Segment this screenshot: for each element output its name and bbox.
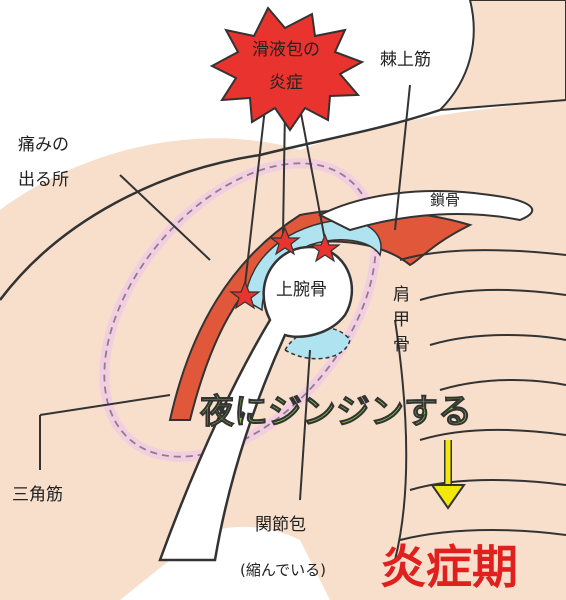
down-arrow <box>430 440 466 510</box>
clavicle-label: 鎖骨 <box>430 191 460 209</box>
supraspinatus-label: 棘上筋 <box>380 50 431 70</box>
scapula-label-2: 甲 <box>393 310 410 330</box>
capsule-label: 関節包 <box>255 515 306 535</box>
capsule-note: (縮んでいる) <box>240 561 326 579</box>
deltoid-label: 三角筋 <box>12 485 63 505</box>
scapula-label-1: 肩 <box>393 285 410 305</box>
neck <box>437 0 566 112</box>
pain-label-1: 痛みの <box>18 135 69 155</box>
humerus-label: 上腕骨 <box>276 280 327 300</box>
burst-shape <box>209 6 365 132</box>
burst-label-2: 炎症 <box>269 73 303 93</box>
scapula-label-3: 骨 <box>393 335 410 355</box>
ribcage <box>394 249 566 561</box>
leader-lines <box>39 84 411 501</box>
pain-label-2: 出る所 <box>18 170 69 190</box>
pain-zone <box>99 158 381 462</box>
shoulder-outline <box>0 108 441 301</box>
inflammation-stars <box>229 226 341 310</box>
humerus-bone <box>158 245 354 562</box>
clavicle-bone <box>317 190 534 232</box>
burst-label-1: 滑液包の <box>252 40 320 60</box>
phase-label: 炎症期 <box>380 540 518 594</box>
night-pain-label: 夜にジンジンする <box>199 392 472 432</box>
